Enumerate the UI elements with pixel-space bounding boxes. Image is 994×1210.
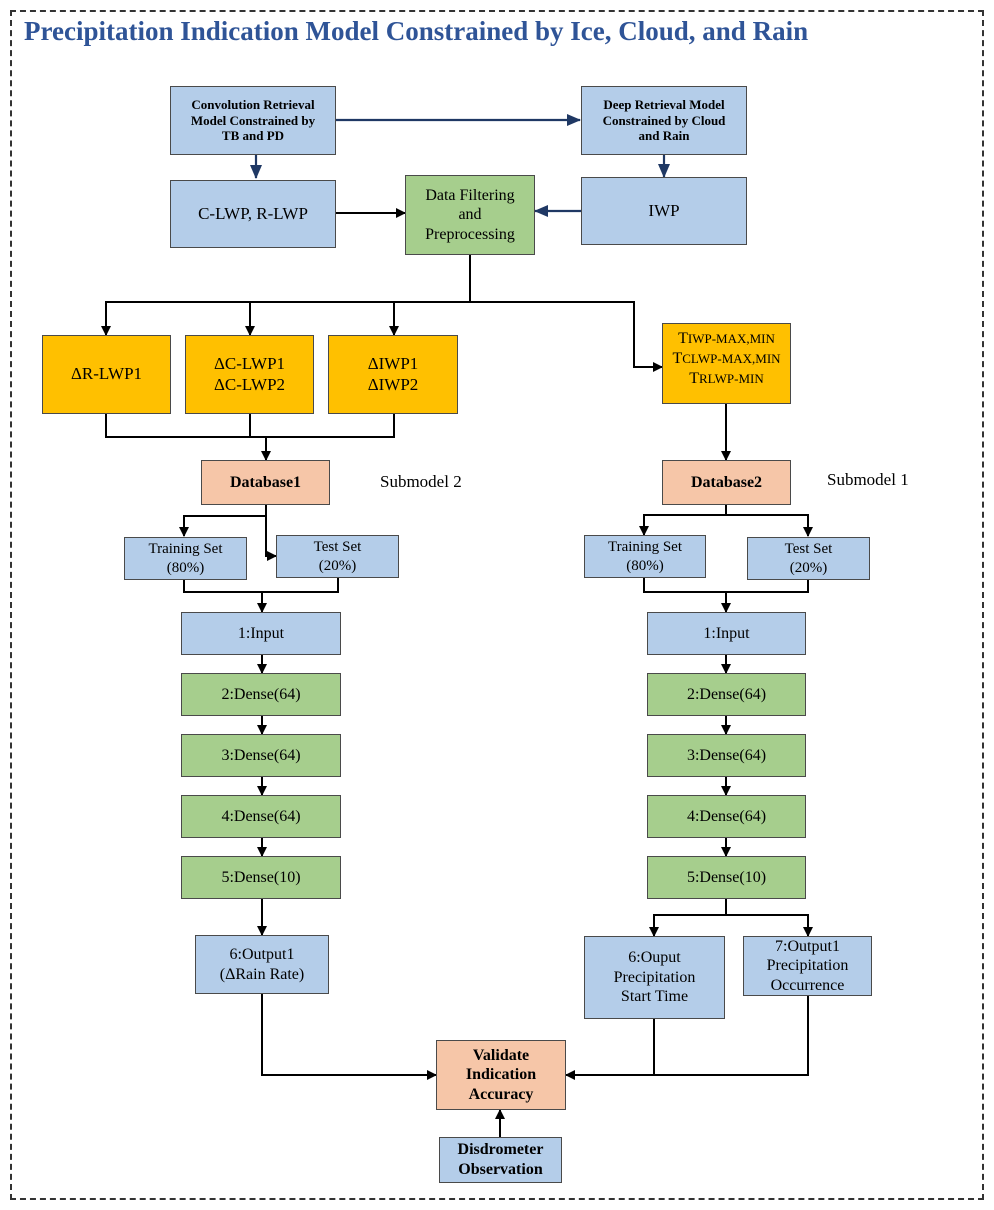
threshold-clwp: TCLWP-MAX,MIN	[667, 349, 786, 369]
output-start-time: 6:Ouput Precipitation Start Time	[584, 936, 725, 1019]
delta-clwp-box: ΔC-LWP1 ΔC-LWP2	[185, 335, 314, 414]
delta-iwp-box: ΔIWP1 ΔIWP2	[328, 335, 458, 414]
data-filtering-box: Data Filtering and Preprocessing	[405, 175, 535, 255]
arrow-branch-to-tvars	[470, 301, 663, 372]
threshold-clwp-subscript: CLWP-MAX,MIN	[682, 351, 781, 366]
connector-sets1-merge	[183, 578, 339, 593]
threshold-variables-box: TIWP-MAX,MIN TCLWP-MAX,MIN TRLWP-MIN	[662, 323, 791, 404]
output-rain-rate: 6:Output1 (ΔRain Rate)	[195, 935, 329, 994]
connector-db1-split	[179, 505, 267, 537]
right-dense-layer-3: 3:Dense(64)	[647, 734, 806, 777]
deep-retrieval-model: Deep Retrieval Model Constrained by Clou…	[581, 86, 747, 155]
threshold-iwp: TIWP-MAX,MIN	[667, 329, 786, 349]
delta-rlwp-box: ΔR-LWP1	[42, 335, 171, 414]
right-dense-layer-5: 5:Dense(10)	[647, 856, 806, 899]
arrow-db2-to-test2	[726, 514, 813, 537]
left-input-layer: 1:Input	[181, 612, 341, 655]
test-set-2: Test Set (20%)	[747, 537, 870, 580]
arrow-r-to-occurrence	[726, 914, 813, 937]
connector-occurrence-down	[654, 996, 809, 1076]
arrow-output-left-to-validate	[261, 994, 437, 1080]
connector-sets2-merge	[643, 578, 809, 593]
right-dense-layer-2: 2:Dense(64)	[647, 673, 806, 716]
left-dense-layer-4: 4:Dense(64)	[181, 795, 341, 838]
arrow-db1-to-test	[265, 505, 277, 561]
left-dense-layer-5: 5:Dense(10)	[181, 856, 341, 899]
training-set-2: Training Set (80%)	[584, 535, 706, 578]
diagram-title: Precipitation Indication Model Constrain…	[24, 16, 809, 46]
threshold-clwp-symbol: T	[672, 350, 683, 367]
disdrometer-observation-box: Disdrometer Observation	[439, 1137, 562, 1183]
right-input-layer: 1:Input	[647, 612, 806, 655]
database1-box: Database1	[201, 460, 330, 505]
convolution-retrieval-model: Convolution Retrieval Model Constrained …	[170, 86, 336, 155]
diagram-frame	[10, 10, 984, 1200]
database2-box: Database2	[662, 460, 791, 505]
threshold-rlwp: TRLWP-MIN	[667, 369, 786, 389]
threshold-iwp-symbol: T	[678, 330, 688, 347]
output-occurrence: 7:Output1 Precipitation Occurrence	[743, 936, 872, 996]
right-dense-layer-4: 4:Dense(64)	[647, 795, 806, 838]
submodel2-label: Submodel 2	[380, 472, 462, 491]
training-set-1: Training Set (80%)	[124, 537, 247, 580]
validate-accuracy-box: Validate Indication Accuracy	[436, 1040, 566, 1110]
iwp-box: IWP	[581, 177, 747, 245]
submodel1-label: Submodel 1	[827, 470, 909, 489]
arrow-deltas-to-db1	[249, 414, 271, 461]
left-dense-layer-3: 3:Dense(64)	[181, 734, 341, 777]
threshold-rlwp-symbol: T	[689, 370, 699, 387]
arrow-outputs-right-to-validate	[565, 1019, 655, 1080]
connector-filter-branch	[101, 255, 471, 336]
threshold-rlwp-subscript: RLWP-MIN	[699, 371, 764, 386]
threshold-iwp-subscript: IWP-MAX,MIN	[687, 331, 775, 346]
clwp-rlwp-box: C-LWP, R-LWP	[170, 180, 336, 248]
test-set-1: Test Set (20%)	[276, 535, 399, 578]
connector-db2-split	[639, 505, 727, 536]
left-dense-layer-2: 2:Dense(64)	[181, 673, 341, 716]
connector-r-dense4-split	[649, 899, 727, 937]
